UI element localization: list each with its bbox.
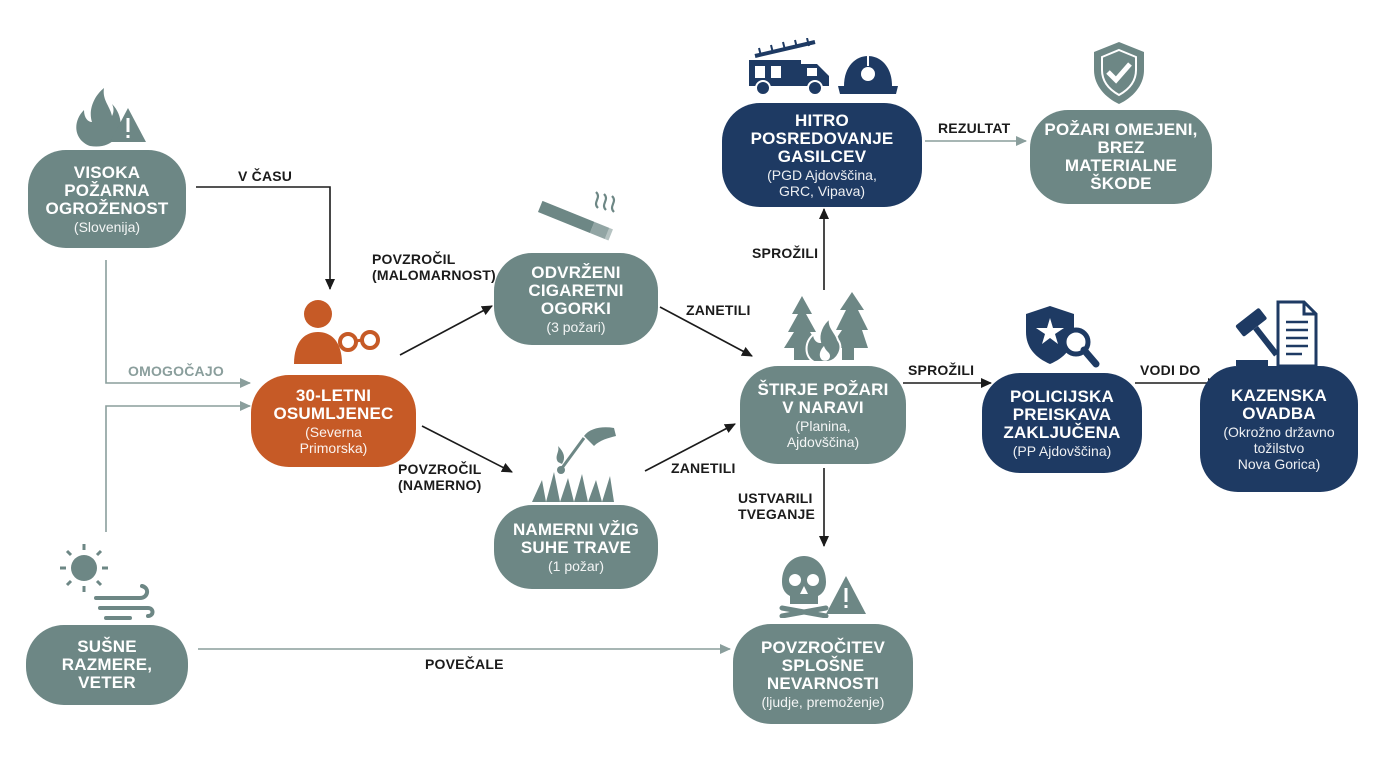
edge-povzrocil-namerno bbox=[421, 425, 513, 473]
label-v-casu: V ČASU bbox=[238, 168, 293, 184]
edge-v-casu bbox=[196, 186, 335, 290]
node-title: ODVRŽENI CIGARETNI OGORKI bbox=[528, 262, 624, 318]
node-subtitle: (PGD Ajdovščina, GRC, Vipava) bbox=[767, 166, 877, 199]
edge-povzrocil-malomarnost bbox=[399, 305, 493, 356]
label-sprozili-right: SPROŽILI bbox=[908, 362, 975, 378]
node-subtitle: (ljudje, premoženje) bbox=[761, 693, 885, 710]
node-cigarettes: ODVRŽENI CIGARETNI OGORKI (3 požari) bbox=[494, 253, 658, 345]
node-title: POLICIJSKA PREISKAVA ZAKLJUČENA bbox=[1003, 386, 1121, 442]
node-subtitle: (Planina, Ajdovščina) bbox=[786, 417, 860, 450]
node-grass-ignition: NAMERNI VŽIG SUHE TRAVE (1 požar) bbox=[494, 505, 658, 589]
node-police-investigation: POLICIJSKA PREISKAVA ZAKLJUČENA (PP Ajdo… bbox=[982, 373, 1142, 473]
node-title: KAZENSKA OVADBA bbox=[1230, 385, 1328, 423]
police-badge-icon bbox=[1026, 306, 1100, 368]
edge-drought-to-suspect bbox=[105, 401, 251, 532]
node-subtitle: (Okrožno državno tožilstvo Nova Gorica) bbox=[1223, 423, 1335, 472]
label-rezultat: REZULTAT bbox=[938, 120, 1011, 136]
node-firefighters: HITRO POSREDOVANJE GASILCEV (PGD Ajdovšč… bbox=[722, 103, 922, 207]
label-sprozili-up: SPROŽILI bbox=[752, 245, 819, 261]
node-title: POŽARI OMEJENI, BREZ MATERIALNE ŠKODE bbox=[1044, 120, 1198, 193]
node-subtitle: (PP Ajdovščina) bbox=[1012, 442, 1112, 459]
label-zanetili-2: ZANETILI bbox=[671, 460, 736, 476]
node-subtitle: (3 požari) bbox=[546, 318, 606, 335]
shield-check-icon bbox=[1094, 42, 1144, 104]
person-handcuffs-icon bbox=[294, 300, 380, 364]
label-zanetili-1: ZANETILI bbox=[686, 302, 751, 318]
forest-fire-icon bbox=[784, 292, 868, 363]
fire-truck-icon bbox=[749, 38, 829, 96]
node-title: VISOKA POŽARNA OGROŽENOST bbox=[45, 162, 169, 218]
label-povzrocil-malomarnost: POVZROČIL (MALOMARNOST) bbox=[372, 251, 496, 283]
label-povzrocil-namerno: POVZROČIL (NAMERNO) bbox=[398, 461, 482, 493]
match-grass-icon bbox=[532, 427, 616, 502]
node-title: HITRO POSREDOVANJE GASILCEV bbox=[750, 110, 894, 166]
label-omogocajo: OMOGOČAJO bbox=[128, 363, 224, 379]
node-general-danger: POVZROČITEV SPLOŠNE NEVARNOSTI (ljudje, … bbox=[733, 624, 913, 724]
helmet-icon bbox=[838, 56, 898, 94]
node-title: POVZROČITEV SPLOŠNE NEVARNOSTI bbox=[760, 637, 886, 693]
node-suspect: 30-LETNI OSUMLJENEC (Severna Primorska) bbox=[251, 375, 416, 467]
node-fires-contained: POŽARI OMEJENI, BREZ MATERIALNE ŠKODE bbox=[1030, 110, 1212, 204]
label-ustvarili-tveganje: USTVARILI TVEGANJE bbox=[738, 490, 816, 522]
fire-warning-icon bbox=[76, 88, 146, 147]
gavel-document-icon bbox=[1235, 300, 1318, 368]
node-title: 30-LETNI OSUMLJENEC bbox=[273, 385, 394, 423]
skull-warning-icon bbox=[779, 556, 866, 618]
node-subtitle: (Slovenija) bbox=[73, 218, 141, 235]
edge-zanetili-1 bbox=[659, 306, 753, 357]
label-povecale: POVEČALE bbox=[425, 656, 504, 672]
node-criminal-complaint: KAZENSKA OVADBA (Okrožno državno tožilst… bbox=[1200, 366, 1358, 492]
node-title: NAMERNI VŽIG SUHE TRAVE bbox=[512, 519, 640, 557]
edge-omogocajo bbox=[105, 260, 251, 388]
node-drought: SUŠNE RAZMERE, VETER bbox=[26, 625, 188, 705]
node-title: SUŠNE RAZMERE, VETER bbox=[61, 637, 153, 692]
cigarette-icon bbox=[537, 191, 616, 241]
node-four-fires: ŠTIRJE POŽARI V NARAVI (Planina, Ajdovšč… bbox=[740, 366, 906, 464]
sun-wind-icon bbox=[60, 544, 155, 620]
label-vodi-do: VODI DO bbox=[1140, 362, 1201, 378]
node-high-fire-risk: VISOKA POŽARNA OGROŽENOST (Slovenija) bbox=[28, 150, 186, 248]
node-subtitle: (Severna Primorska) bbox=[299, 423, 368, 456]
node-subtitle: (1 požar) bbox=[547, 557, 605, 574]
node-title: ŠTIRJE POŽARI V NARAVI bbox=[757, 379, 889, 417]
edge-zanetili-2 bbox=[644, 423, 736, 472]
